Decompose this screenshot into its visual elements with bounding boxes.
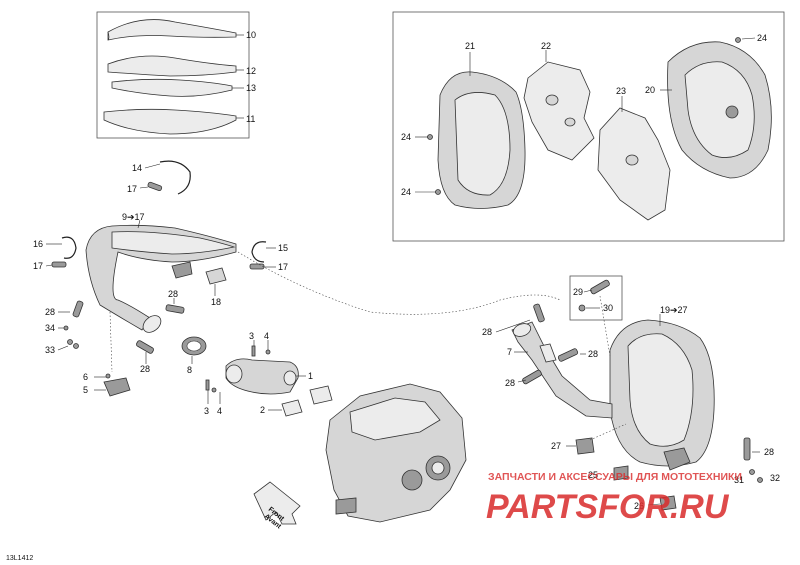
callout-5: 5 bbox=[83, 385, 88, 395]
callout-24b: 24 bbox=[401, 132, 411, 142]
callout-33: 33 bbox=[45, 345, 55, 355]
callout-3b: 3 bbox=[204, 406, 209, 416]
callout-8: 8 bbox=[187, 365, 192, 375]
callout-28a: 28 bbox=[45, 307, 55, 317]
callout-27: 27 bbox=[551, 441, 561, 451]
callout-14: 14 bbox=[132, 163, 142, 173]
expansion-chamber-9 bbox=[85, 224, 237, 333]
callout-20: 20 bbox=[645, 85, 655, 95]
callout-32: 32 bbox=[770, 473, 780, 483]
exhaust-manifold-1 bbox=[225, 358, 299, 395]
studs-3-4 bbox=[205, 345, 271, 393]
callout-31: 31 bbox=[734, 475, 744, 485]
heat-shield-frame bbox=[96, 11, 250, 139]
callout-29: 29 bbox=[573, 287, 583, 297]
callout-18: 18 bbox=[211, 297, 221, 307]
callout-30: 30 bbox=[603, 303, 613, 313]
spring-17a bbox=[147, 181, 163, 192]
muffler-19 bbox=[609, 319, 715, 471]
callout-28c: 28 bbox=[140, 364, 150, 374]
clamp-14 bbox=[159, 160, 191, 195]
heat-shield-12 bbox=[107, 55, 237, 77]
callout-16: 16 bbox=[33, 239, 43, 249]
callout-6: 6 bbox=[83, 372, 88, 382]
spring-28b bbox=[165, 304, 185, 314]
callout-26: 26 bbox=[634, 501, 644, 511]
spring-28a bbox=[72, 300, 84, 318]
clamp-16 bbox=[61, 236, 77, 259]
spring-28c bbox=[136, 340, 154, 354]
callout-3a: 3 bbox=[249, 331, 254, 341]
callout-34: 34 bbox=[45, 323, 55, 333]
callout-4b: 4 bbox=[217, 406, 222, 416]
callout-13: 13 bbox=[246, 83, 256, 93]
callout-7: 7 bbox=[507, 347, 512, 357]
grommet-25 bbox=[613, 465, 629, 481]
callout-1: 1 bbox=[308, 371, 313, 381]
callout-10: 10 bbox=[246, 30, 256, 40]
callout-28f: 28 bbox=[505, 378, 515, 388]
callout-28d: 28 bbox=[482, 327, 492, 337]
seal-ring-8 bbox=[181, 336, 207, 356]
heat-shield-13 bbox=[111, 78, 233, 97]
callout-17c: 17 bbox=[278, 262, 288, 272]
clamp-15 bbox=[251, 241, 267, 263]
spring-29 bbox=[590, 279, 610, 295]
heat-shield-11 bbox=[103, 108, 237, 135]
callout-17a: 17 bbox=[127, 184, 137, 194]
gaskets-2 bbox=[281, 385, 333, 417]
watermark-tagline: ЗАПЧАСТИ И АКСЕССУАРЫ ДЛЯ МОТОТЕХНИКИ bbox=[488, 471, 742, 483]
callout-17b: 17 bbox=[33, 261, 43, 271]
callout-4a: 4 bbox=[264, 331, 269, 341]
callout-28g: 28 bbox=[764, 447, 774, 457]
hose-detail-frame bbox=[569, 275, 623, 321]
exhaust-pipe-7 bbox=[511, 321, 613, 419]
screw-24a bbox=[427, 134, 433, 140]
callout-24a: 24 bbox=[757, 33, 767, 43]
callout-24c: 24 bbox=[401, 187, 411, 197]
callout-11: 11 bbox=[246, 114, 255, 124]
bolts-34-33 bbox=[63, 325, 79, 349]
callout-25: 25 bbox=[588, 470, 598, 480]
callout-28e: 28 bbox=[588, 349, 598, 359]
callout-28b: 28 bbox=[168, 289, 178, 299]
airbox-half-21 bbox=[437, 71, 526, 209]
callout-9-17: 9➔17 bbox=[122, 212, 145, 222]
spring-17b bbox=[51, 261, 67, 268]
screw-24b bbox=[435, 189, 441, 195]
screw-24c bbox=[735, 37, 741, 43]
springs-28-right bbox=[522, 303, 751, 461]
bracket-27 bbox=[575, 437, 595, 455]
spring-17c bbox=[249, 263, 265, 270]
heat-shield-10 bbox=[107, 19, 237, 41]
watermark-brand: PARTSFOR.RU bbox=[486, 488, 730, 526]
front-arrow bbox=[253, 481, 301, 525]
airbox-frame bbox=[392, 11, 785, 242]
callout-12: 12 bbox=[246, 66, 256, 76]
connection-line bbox=[237, 251, 561, 315]
document-code: 13L1412 bbox=[6, 555, 33, 562]
bolts-31-32 bbox=[749, 469, 763, 483]
callout-23: 23 bbox=[616, 86, 626, 96]
gasket-23 bbox=[597, 107, 671, 221]
callout-15: 15 bbox=[278, 243, 288, 253]
clip-30 bbox=[578, 304, 586, 312]
callout-2: 2 bbox=[260, 405, 265, 415]
callout-21: 21 bbox=[465, 41, 475, 51]
support-5-6 bbox=[103, 373, 131, 397]
bracket-18 bbox=[171, 261, 227, 285]
gasket-22 bbox=[523, 61, 595, 161]
grommet-26 bbox=[659, 495, 677, 511]
airbox-half-20 bbox=[667, 41, 772, 179]
callout-19-27: 19➔27 bbox=[660, 305, 688, 315]
engine-block bbox=[325, 383, 467, 523]
callout-22: 22 bbox=[541, 41, 551, 51]
